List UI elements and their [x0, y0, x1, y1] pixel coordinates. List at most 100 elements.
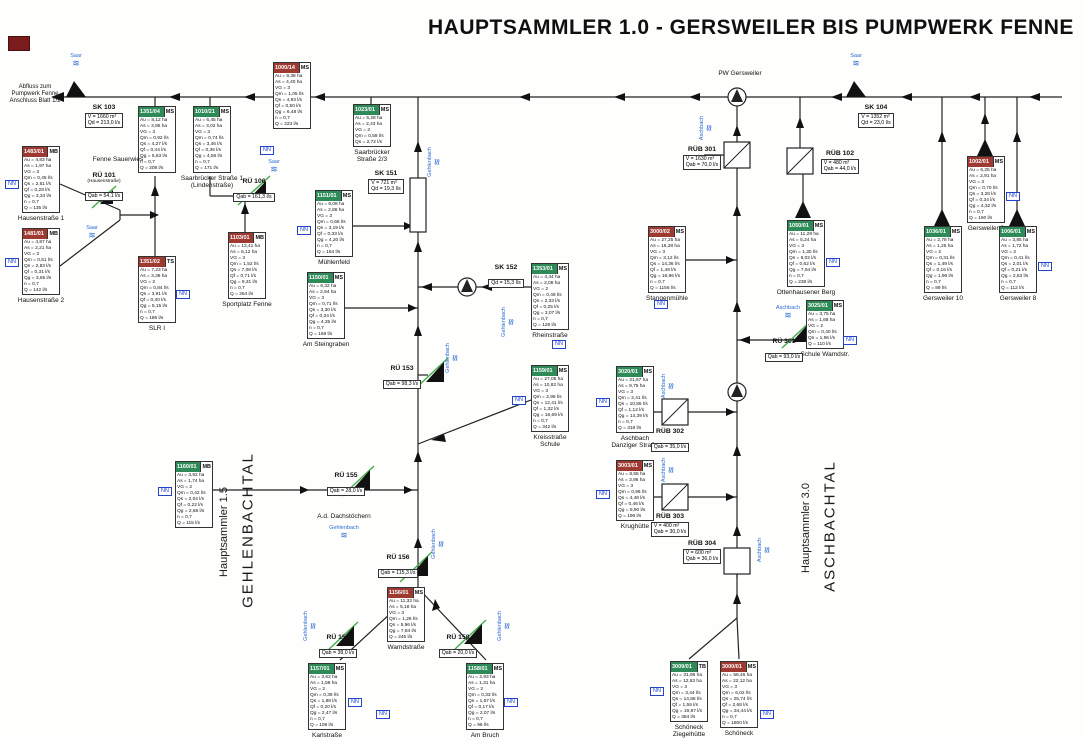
catchment-value-row: Qf = 0,71 l/s: [230, 274, 256, 279]
catchment-value-row: Q = 186 l/s: [140, 316, 164, 321]
sheet-ref-tag: NN: [1006, 192, 1020, 201]
water-wave-icon: ≋: [704, 124, 714, 132]
facility-data-box: Qab = 54,1 l/s: [84, 192, 124, 201]
catchment-value-row: Qf = 0,36 l/s: [195, 148, 221, 153]
catchment-value-row: Qs = 3,30 l/s: [309, 308, 337, 313]
catchment-name-line: Sportplatz Fenne: [222, 301, 272, 308]
catchment-value-row: As = 5,18 ha: [389, 605, 417, 610]
catchment-value-row: Qf = 0,40 l/s: [140, 298, 166, 303]
catchment-name: Am Bruch: [443, 732, 527, 739]
catchment-value-row: Q = 384 l/s: [672, 715, 696, 720]
catchment-value-row: VG = 3: [722, 685, 738, 690]
catchment-value-row: Au = 8,12 ha: [140, 118, 168, 123]
catchment-value-row: As = 5,24 ha: [789, 238, 817, 243]
catchment-value-row: As = 3,38 ha: [140, 274, 168, 279]
catchment-value-row: Qf = 1,55 l/s: [672, 703, 698, 708]
catchment-value-row: VG = 3: [672, 685, 688, 690]
catchment-value-row: Q = 135 l/s: [24, 206, 48, 211]
catchment-value-row: n = 0,7: [177, 515, 192, 520]
plain-label: PW Gersweiler: [718, 70, 761, 77]
facility-data-line: V = 600 m³: [685, 549, 712, 556]
sheet-ref-tag: NN: [596, 398, 610, 407]
catchment-value-row: n = 0,7: [618, 420, 633, 425]
catchment-value-row: VG = 3: [309, 296, 325, 301]
catchment-value-row: Au = 4,83 ha: [24, 158, 52, 163]
facility-label: RÜB 301: [688, 146, 716, 153]
catchment-value-row: As = 2,43 ha: [355, 122, 383, 127]
catchment-value-row: Au = 9,38 ha: [275, 74, 303, 79]
facility-rü-101: RÜ 101(Hausenstraße)Qab = 54,1 l/s: [78, 172, 130, 202]
facility-data-box: Qab = 35,0 l/s: [650, 443, 690, 452]
catchment-id: 1483/01: [24, 149, 44, 155]
facility-data-line: Qab = 38,0 l/s: [321, 650, 355, 656]
catchment-value-row: Qm = 0,71 l/s: [309, 302, 338, 307]
catchment-value-row: Qm = 1,05 l/s: [275, 92, 304, 97]
catchment-name-line: Wamdstraße: [387, 644, 425, 651]
facility-label: RÜB 304: [688, 540, 716, 547]
catchment-value-row: Qg = 7,84 l/s: [389, 629, 417, 634]
catchment-name-line: Gersweiler 9: [967, 225, 1005, 232]
catchment-value-row: Au = 27,05 ha: [533, 377, 564, 382]
catchment-value-row: Q = 160 l/s: [969, 216, 993, 221]
catchment-name: Mühlenfeld: [292, 259, 376, 266]
facility-data-box: Qab = 38,0 l/s: [318, 649, 358, 658]
catchment-name-line: Schöneck: [724, 730, 754, 737]
catchment-value-row: Q = 238 l/s: [789, 280, 813, 285]
catchment-value-row: As = 6,12 ha: [230, 250, 258, 255]
catchment-value-row: VG = 3: [789, 244, 805, 249]
catchment-value-row: Au = 2,93 ha: [468, 675, 496, 680]
catchment-value-row: Qs = 4,27 l/s: [140, 142, 168, 147]
stream-marker-saar: Saar≋: [86, 225, 98, 240]
stream-name: Saar: [86, 225, 98, 231]
sheet-ref-tag: NN: [504, 698, 518, 707]
catchment-value-row: Qm = 3,12 l/s: [650, 256, 679, 261]
catchment-value-row: n = 0,7: [140, 160, 155, 165]
facility-label: RÜ 158: [446, 634, 470, 641]
water-wave-icon: ≋: [450, 354, 460, 362]
catchment-value-row: Q = 168 l/s: [309, 332, 333, 337]
catchment-type: MS: [298, 63, 310, 73]
catchment-value-row: Qm = 6,02 l/s: [722, 691, 751, 696]
catchment-name: Gersweiler 8: [976, 295, 1060, 302]
catchment-value-row: n = 0,7: [140, 310, 155, 315]
catchment-value-row: Au = 8,55 ha: [618, 472, 646, 477]
stream-marker-gehlenbach: Gehlenbach≋: [329, 525, 359, 540]
catchment-value-row: Au = 3,75 ha: [808, 312, 836, 317]
catchment-value-row: Qg = 6,48 l/s: [275, 110, 303, 115]
catchment-name: Saarbrücker Straße 1(Lindenstraße): [170, 175, 254, 189]
catchment-value-row: VG = 3: [230, 256, 246, 261]
catchment-value-row: VG = 3: [140, 130, 156, 135]
water-wave-icon: ≋: [88, 230, 96, 240]
facility-data-box: Qab = 20,0 l/s: [438, 649, 478, 658]
facility-data-line: Qab = 20,0 l/s: [441, 650, 475, 656]
catchment-value-row: Qm = 0,92 l/s: [140, 136, 169, 141]
catchment-value-row: Qm = 0,40 l/s: [808, 330, 837, 335]
catchment-value-row: Qs = 1,88 l/s: [310, 699, 338, 704]
catchment-value-row: Q = 342 l/s: [533, 425, 557, 430]
catchment-value-row: As = 1,31 ha: [468, 681, 496, 686]
catchment-type: MB: [47, 229, 59, 239]
catchment-value-row: n = 0,7: [24, 200, 39, 205]
